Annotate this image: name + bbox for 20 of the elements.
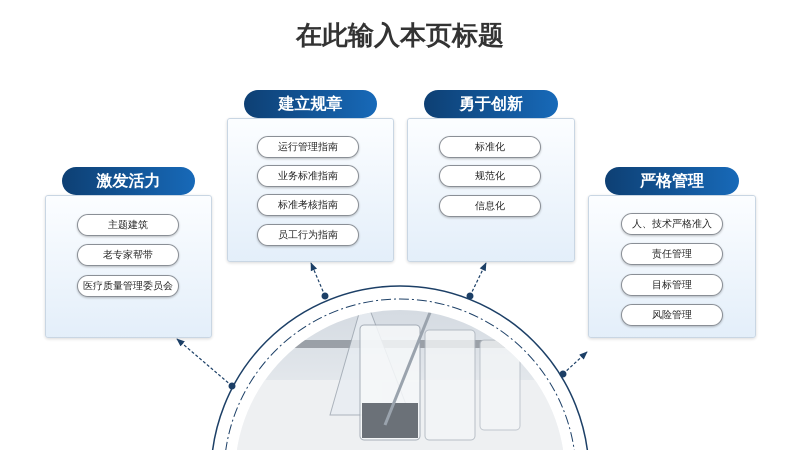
label-pill: 标准考核指南 <box>257 194 359 216</box>
label-pill: 目标管理 <box>621 274 723 296</box>
title-banner: 严格管理 <box>605 167 739 195</box>
label-pill: 员工行为指南 <box>257 224 359 246</box>
label-pill: 主题建筑 <box>77 214 179 236</box>
label-pill: 老专家帮带 <box>77 244 179 266</box>
lab-glassware-picture <box>210 285 590 450</box>
label-pill: 责任管理 <box>621 243 723 265</box>
title-banner: 激发活力 <box>62 167 195 195</box>
label-pill: 标准化 <box>439 136 541 158</box>
label-pill: 人、技术严格准入 <box>621 213 723 235</box>
label-pill: 风险管理 <box>621 304 723 326</box>
label-pill: 业务标准指南 <box>257 165 359 187</box>
title-banner: 勇于创新 <box>424 90 558 118</box>
title-banner: 建立规章 <box>244 90 377 118</box>
label-pill: 信息化 <box>439 195 541 217</box>
page-title: 在此输入本页标题 <box>294 20 505 53</box>
label-pill: 医疗质量管理委员会 <box>77 275 179 297</box>
label-pill: 运行管理指南 <box>257 136 359 158</box>
label-pill: 规范化 <box>439 165 541 187</box>
